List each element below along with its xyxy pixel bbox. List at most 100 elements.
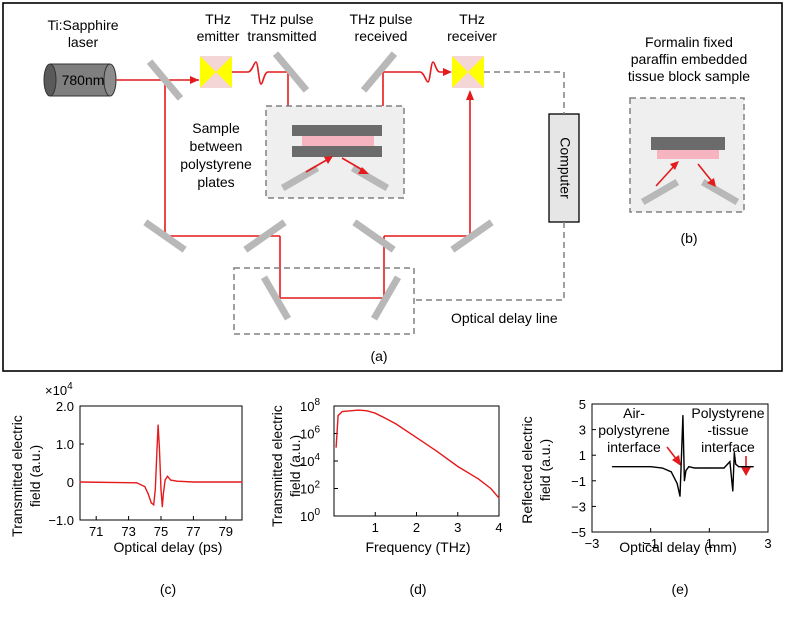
- y-tick-label: −5: [571, 525, 586, 540]
- data-point: [477, 478, 479, 480]
- data-point: [158, 447, 160, 449]
- data-point: [349, 410, 352, 412]
- mirrors: [143, 51, 494, 321]
- data-point: [147, 492, 149, 494]
- sample-label-1: Sample: [192, 120, 240, 136]
- chart-c-ylabel-1: Transmitted electric: [9, 415, 25, 537]
- receiver-to-computer-wire: [484, 71, 565, 114]
- data-point: [723, 467, 725, 469]
- emitter-label-1: THz: [205, 11, 231, 27]
- chart-d-xlabel: Frequency (THz): [365, 539, 470, 555]
- delay-line-label: Optical delay line: [451, 310, 558, 326]
- data-point: [335, 446, 337, 448]
- pulse-received-label-2: received: [355, 28, 408, 44]
- tissue-label-2: paraffin embedded: [631, 51, 748, 67]
- data-point: [650, 466, 652, 468]
- sample-label-4: plates: [197, 174, 234, 190]
- data-point: [735, 463, 737, 465]
- chart-e-annotation-1c: interface: [607, 439, 661, 455]
- panel-b-label: (b): [680, 230, 697, 246]
- chart-d-ylabel-1: Transmitted electric: [269, 405, 285, 527]
- series-line: [79, 424, 242, 507]
- data-point: [366, 410, 368, 412]
- y-tick-label: 0: [67, 475, 74, 490]
- emitter-label-2: emitter: [197, 28, 240, 44]
- x-tick-label: −3: [585, 536, 600, 551]
- chart-e-annotation-1b: polystyrene: [598, 422, 670, 438]
- data-point: [694, 467, 696, 469]
- chart-e-ylabel-1: Reflected electric: [519, 416, 535, 523]
- tissue-label-3: tissue block sample: [628, 68, 750, 84]
- chart-d: Transmitted electric field (a.u.) Freque…: [269, 397, 503, 597]
- data-point: [395, 423, 397, 425]
- y-tick-label: −3: [571, 499, 586, 514]
- data-point: [670, 471, 672, 473]
- y-tick-label: 108: [300, 397, 320, 414]
- data-point: [162, 492, 164, 494]
- receiver-label-2: receiver: [447, 28, 497, 44]
- data-point: [611, 466, 614, 468]
- data-point: [160, 489, 162, 491]
- data-point: [752, 466, 754, 468]
- data-point: [457, 465, 459, 468]
- y-tick-label: 1.0: [56, 437, 74, 452]
- x-tick-label: 4: [495, 520, 502, 535]
- chart-e-ylabel-2: field (a.u.): [537, 439, 553, 501]
- y-tick-label: 5: [579, 397, 586, 412]
- data-point: [679, 495, 681, 497]
- x-tick-label: 75: [154, 524, 168, 539]
- panel-d-label: (d): [409, 581, 426, 597]
- pulse-received-label-1: THz pulse: [349, 11, 412, 27]
- data-point: [164, 479, 166, 481]
- delay-line-box: [233, 267, 415, 335]
- y-tick-label: 102: [300, 480, 320, 497]
- x-tick-label: 79: [219, 524, 233, 539]
- thz-pulse-transmitted: [232, 61, 289, 188]
- data-point: [156, 451, 158, 453]
- data-point: [150, 502, 152, 504]
- chart-c: Transmitted electric field (a.u.) ×104 O…: [9, 381, 243, 597]
- panel-e-label: (e): [671, 581, 688, 597]
- computer: Computer: [548, 113, 580, 223]
- setup-diagram: 780nm Ti:Sapphire laser THz emitter THz …: [2, 2, 783, 372]
- sample-label-2: between: [190, 138, 243, 154]
- chart-e-annotation-2a: Polystyrene: [691, 405, 764, 421]
- data-point: [166, 475, 169, 477]
- data-point: [733, 452, 735, 454]
- thz-emitter: [200, 56, 232, 88]
- data-point: [708, 467, 710, 469]
- y-tick-label: 106: [300, 425, 320, 442]
- x-tick-label: 1: [372, 520, 379, 535]
- chart-e: Reflected electric field (a.u.) Optical …: [519, 397, 772, 597]
- sample-box: [265, 105, 405, 199]
- laser-wavelength: 780nm: [62, 72, 105, 88]
- data-point: [738, 466, 740, 468]
- data-point: [688, 466, 690, 468]
- laser-label-1: Ti:Sapphire: [47, 17, 118, 33]
- y-tick-label: 3: [579, 423, 586, 438]
- data-point: [676, 482, 678, 484]
- data-point: [337, 415, 339, 417]
- tissue-block-box: [629, 97, 745, 213]
- thz-receiver: [452, 56, 484, 88]
- x-tick-label: 2: [413, 520, 420, 535]
- y-tick-label: 1: [579, 448, 586, 463]
- sample-label-3: polystyrene: [180, 156, 252, 172]
- chart-c-ylabel-2: field (a.u.): [27, 445, 43, 507]
- data-point: [176, 480, 178, 482]
- chart-e-arrowhead-1: [672, 455, 681, 466]
- data-point: [161, 506, 163, 508]
- plot-frame: [333, 405, 500, 517]
- data-point: [136, 482, 138, 484]
- chart-d-ylabel-2: field (a.u.): [287, 435, 303, 497]
- panel-c-label: (c): [160, 581, 176, 597]
- y-tick-label: 100: [300, 507, 320, 524]
- x-tick-label: 71: [89, 524, 103, 539]
- data-point: [241, 481, 243, 483]
- data-point: [741, 466, 743, 468]
- computer-to-delay-wire: [414, 222, 565, 301]
- x-tick-label: 3: [764, 536, 771, 551]
- pulse-transmitted-label-2: transmitted: [247, 28, 316, 44]
- data-point: [374, 412, 376, 414]
- data-point: [490, 487, 492, 490]
